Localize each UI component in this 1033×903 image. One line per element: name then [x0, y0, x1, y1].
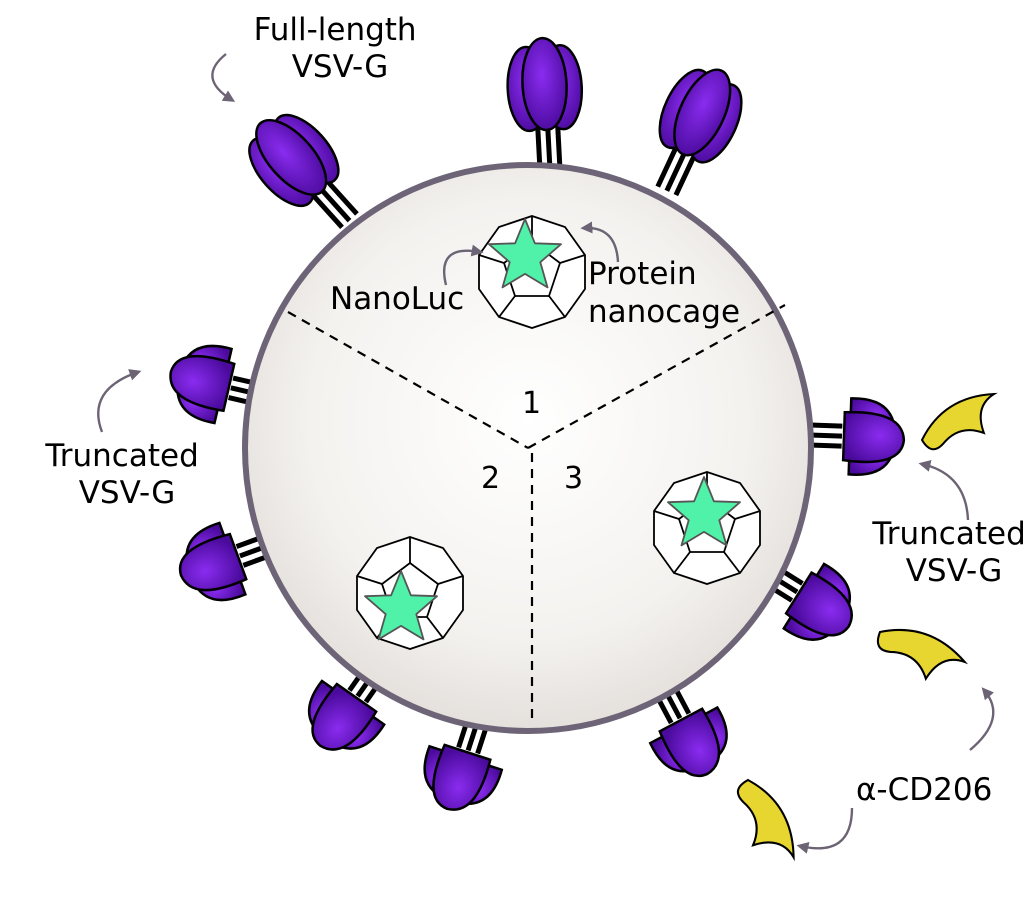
arrow-antibody-upper [969, 687, 995, 751]
section-number-1: 1 [522, 386, 541, 421]
nanocage-section-3 [653, 471, 761, 585]
section-number-2: 2 [481, 461, 500, 496]
label-full-length-vsvg: Full-length VSV-G [254, 12, 427, 85]
label-arrows [97, 53, 995, 854]
label-nanoluc: NanoLuc [330, 281, 464, 317]
label-truncated-vsvg-left: Truncated VSV-G [44, 438, 208, 511]
antibody-fragment-middle [871, 605, 967, 697]
section-number-3: 3 [564, 461, 583, 496]
arrow-full-length [211, 53, 236, 102]
arrow-nanoluc [443, 244, 484, 286]
label-alpha-cd206: α-CD206 [856, 772, 992, 808]
full-length-vsvg-top [505, 36, 586, 172]
antibody-fragment-lower [734, 773, 797, 866]
truncated-vsvg-right-upper [809, 397, 906, 477]
section-dividers [287, 304, 786, 725]
label-truncated-vsvg-right: Truncated VSV-G [871, 516, 1033, 589]
nanocage-section-2 [356, 536, 464, 650]
antibody-fragment-upper [914, 391, 1004, 453]
arrow-truncated-left [97, 369, 142, 433]
nanocage-section-1 [478, 215, 586, 329]
arrow-antibody-lower [796, 807, 854, 854]
arrow-nanocage [580, 221, 620, 263]
label-protein-nanocage: Protein nanocage [588, 256, 740, 330]
full-length-vsvg-top-right [632, 55, 755, 206]
arrow-truncated-right [918, 460, 970, 521]
